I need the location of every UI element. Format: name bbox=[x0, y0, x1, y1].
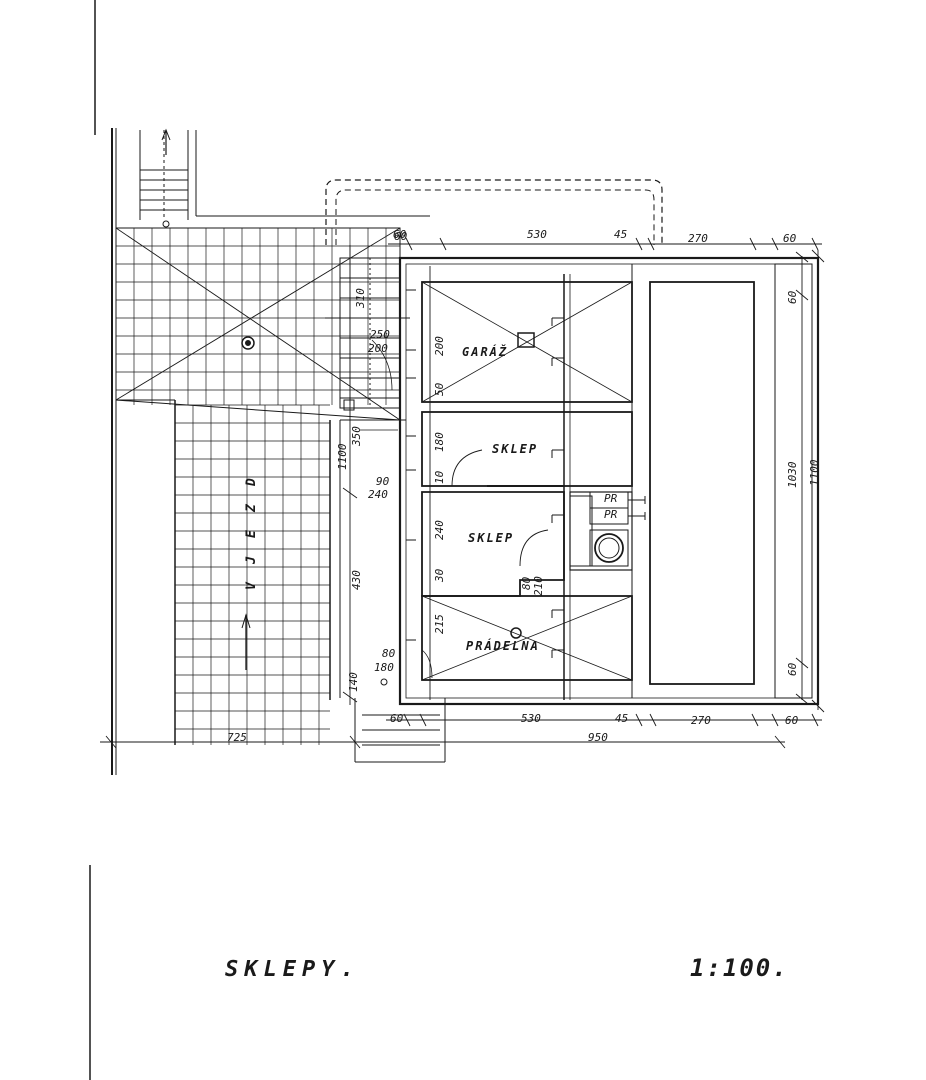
cellar-room-1 bbox=[406, 411, 633, 487]
dim-driveway-width: 725 bbox=[227, 731, 247, 744]
dim-left-bottom: 80 bbox=[382, 647, 396, 660]
building-walls bbox=[339, 256, 820, 706]
driveway-letter: V bbox=[244, 581, 259, 590]
dim-left-total: 1100 bbox=[336, 443, 349, 470]
driveway-label: V J E Z D bbox=[244, 478, 259, 590]
room-label-pr-2: PR bbox=[604, 508, 618, 521]
entrance-stair bbox=[139, 128, 430, 228]
dim-top: 60 bbox=[783, 232, 797, 245]
dim-left-stair: 310 bbox=[354, 288, 367, 309]
dim-door: 210 bbox=[532, 576, 545, 596]
driveway-letter: D bbox=[244, 478, 259, 487]
dim-room-height: 215 bbox=[433, 614, 446, 634]
drawing-scale: 1:100. bbox=[690, 954, 789, 982]
dim-room-height: 30 bbox=[433, 568, 446, 583]
driveway-letter: J bbox=[244, 556, 259, 565]
dim-left-bottom: 180 bbox=[374, 661, 394, 674]
dim-room-height: 180 bbox=[433, 432, 446, 452]
dim-left-stair: 250 bbox=[370, 328, 390, 341]
dim-bottom: 530 bbox=[521, 712, 541, 725]
left-boundary-walls bbox=[111, 128, 117, 775]
dim-top: 45 bbox=[614, 228, 627, 241]
driveway-letter: Z bbox=[244, 503, 259, 513]
laundry-room bbox=[380, 595, 633, 686]
dim-room-height: 50 bbox=[433, 382, 446, 396]
dim-top: 270 bbox=[688, 232, 708, 245]
dim-top: 60 bbox=[393, 228, 407, 241]
dim-room-height: 200 bbox=[433, 336, 446, 356]
dim-left-mid: 90 bbox=[376, 475, 390, 488]
dim-room-height: 240 bbox=[433, 520, 446, 540]
dim-bottom: 60 bbox=[390, 712, 404, 725]
dim-right-inner: 1030 bbox=[786, 461, 799, 488]
room-label-pr-1: PR bbox=[604, 492, 618, 505]
dimension-lines bbox=[100, 237, 825, 749]
dim-left-stair: 350 bbox=[350, 426, 363, 447]
dim-left-stair: 200 bbox=[368, 342, 388, 355]
courtyard-grid bbox=[115, 227, 401, 421]
dim-left-mid: 430 bbox=[350, 570, 363, 590]
dim-bottom: 60 bbox=[785, 714, 799, 727]
dim-right-bottom: 60 bbox=[786, 662, 799, 676]
rear-entrance bbox=[354, 698, 446, 763]
driveway bbox=[116, 399, 331, 745]
dim-top: 530 bbox=[527, 228, 547, 241]
dim-left-mid: 240 bbox=[368, 488, 388, 501]
dim-left-stair: 60 bbox=[394, 230, 408, 243]
dim-bottom: 45 bbox=[615, 712, 628, 725]
drawing-title: SKLEPY. bbox=[225, 957, 360, 982]
dim-right-top: 60 bbox=[786, 290, 799, 304]
driveway-letter: E bbox=[244, 530, 259, 538]
dim-door: 80 bbox=[520, 576, 533, 590]
room-label-laundry: PRÁDELNA bbox=[466, 638, 540, 653]
room-label-cellar-1: SKLEP bbox=[492, 442, 538, 456]
room-label-cellar-2: SKLEP bbox=[468, 531, 514, 545]
dim-right-total: 1100 bbox=[808, 459, 821, 486]
dim-room-height: 10 bbox=[433, 470, 446, 484]
dim-bottom: 270 bbox=[691, 714, 711, 727]
dim-overall-width: 950 bbox=[588, 731, 608, 744]
dim-left-bottom: 140 bbox=[347, 672, 360, 692]
room-label-garage: GARÁŽ bbox=[462, 344, 508, 359]
